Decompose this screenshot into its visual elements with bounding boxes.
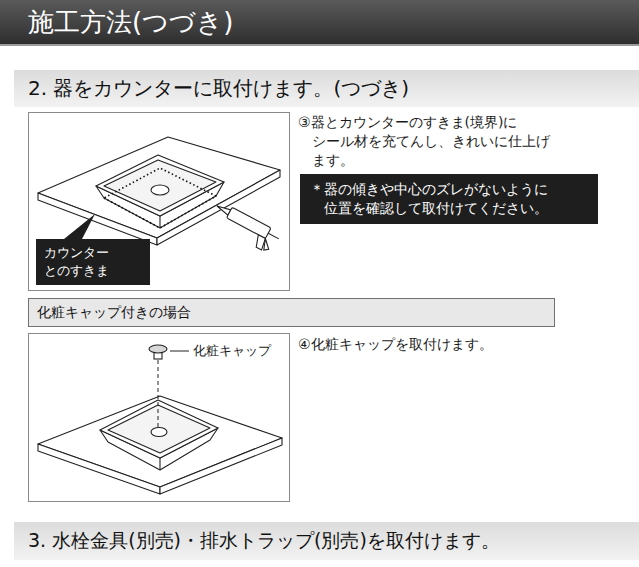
gun-tube	[227, 207, 271, 238]
bowl-rim	[96, 155, 224, 216]
leader-line	[170, 351, 189, 352]
caulking-gun	[209, 201, 282, 255]
bowl-inner	[104, 160, 216, 211]
counter-top	[38, 396, 282, 494]
section-band: 2. 器をカウンターに取付けます。(つづき)	[14, 70, 639, 107]
counter-surface	[38, 396, 282, 487]
counter-top	[38, 137, 280, 245]
cap-head	[149, 345, 167, 353]
cosmetic-cap	[149, 345, 167, 359]
note-box: ＊器の傾きや中心のズレがないように 位置を確認して取付けてください。	[300, 174, 598, 224]
callout-pointer	[64, 214, 95, 239]
part-name: 化粧キャップ	[193, 342, 271, 360]
bowl	[96, 155, 224, 228]
title-bar	[0, 0, 639, 44]
callout-box: カウンター とのすきま	[36, 239, 150, 285]
gun-rod	[268, 233, 279, 239]
node-text: 化粧キャップ付きの場合	[37, 303, 546, 322]
counter-surface	[38, 137, 280, 238]
section-band: 3. 水栓金具(別売)・排水トラップ(別売)を取付けます。	[14, 522, 639, 560]
drain-hole	[151, 185, 169, 195]
fit-line	[158, 360, 159, 428]
step-text: ③器とカウンターのすきま(境界)に シール材を充てんし、きれいに仕上げ ます。	[298, 113, 576, 170]
drain-hole	[151, 428, 167, 437]
bowl-edge	[159, 458, 160, 470]
step-text: ④化粧キャップを取付けます。	[298, 335, 493, 354]
bowl-inner	[108, 405, 210, 453]
figure-frame	[29, 334, 290, 502]
bowl-rim	[100, 400, 218, 458]
node-text: ＊器の傾きや中心のズレがないように 位置を確認して取付けてください。	[310, 180, 586, 218]
title-rule	[0, 44, 639, 46]
node-text: カウンター とのすきま	[44, 244, 140, 279]
gun-trigger	[260, 239, 272, 252]
bowl	[100, 400, 218, 470]
node-text: 2. 器をカウンターに取付けます。(つづき)	[28, 75, 625, 102]
node-text: 3. 水栓金具(別売)・排水トラップ(別売)を取付けます。	[28, 528, 625, 554]
seal-seam	[104, 168, 216, 228]
figure-frame	[29, 113, 290, 291]
page-title: 施工方法(つづき)	[28, 6, 233, 38]
case-band: 化粧キャップ付きの場合	[28, 298, 555, 327]
bowl-edge	[159, 216, 160, 228]
